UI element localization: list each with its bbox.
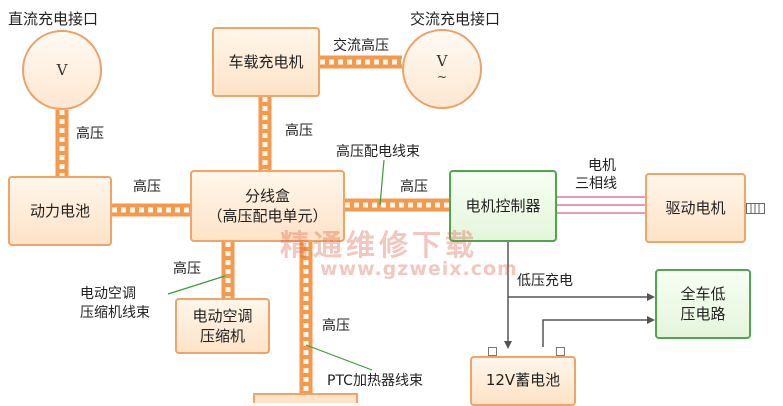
motor-controller: 电机控制器 <box>449 170 557 242</box>
ac-charging-port: V ~ <box>402 29 482 109</box>
ac-voltmeter-symbol: V ~ <box>437 54 448 84</box>
battery-12v-label: 12V蓄电池 <box>485 371 561 389</box>
ac-voltmeter-letter: V <box>436 52 448 70</box>
hv-label: 高压 <box>322 318 350 334</box>
thin-wires <box>167 159 655 371</box>
junction-box: 分线盒 （高压配电单元） <box>190 170 345 242</box>
hv-harness-leader <box>379 159 385 206</box>
low-voltage-charge-label: 低压充电 <box>517 273 573 289</box>
hv-cables <box>55 55 449 400</box>
arrow-icon <box>647 293 655 301</box>
junction-box-subtitle: （高压配电单元） <box>207 207 328 225</box>
battery-terminal-icon <box>556 347 565 356</box>
low-voltage-circuit-line2: 压电路 <box>680 305 726 323</box>
junction-box-title: 分线盒 <box>244 186 290 205</box>
voltmeter-symbol: V <box>56 60 68 79</box>
hv-label: 高压 <box>133 179 161 195</box>
hv-label: 高压 <box>285 123 313 139</box>
watermark-url: www.gzweix.com <box>320 258 518 280</box>
drive-motor-label: 驱动电机 <box>665 198 726 217</box>
hv-harness-label: 高压配电线束 <box>336 144 420 160</box>
battery-lv-wire <box>542 319 649 347</box>
battery-12v: 12V蓄电池 <box>470 356 576 406</box>
compressor-harness-leader <box>167 275 226 295</box>
compressor-harness-label: 电动空调 <box>80 286 136 302</box>
motor-shaft-icon <box>746 203 765 214</box>
watermark-text: 精通维修下载 <box>280 228 479 262</box>
ptc-heater-partial <box>253 393 358 403</box>
ac-port-label: 交流充电接口 <box>410 10 501 28</box>
low-voltage-circuit: 全车低 压电路 <box>655 269 751 339</box>
motor-controller-label: 电机控制器 <box>465 196 541 215</box>
dc-charging-port: V <box>22 30 102 110</box>
onboard-charger-label: 车载充电机 <box>228 52 304 71</box>
three-phase-label: 电机 <box>588 158 616 174</box>
compressor-harness-label: 压缩机线束 <box>80 305 150 321</box>
battery-terminal-icon <box>488 347 497 356</box>
onboard-charger: 车载充电机 <box>212 27 320 97</box>
ac-compressor: 电动空调 压缩机 <box>175 298 270 354</box>
hv-label: 高压 <box>400 179 428 195</box>
ptc-harness-leader <box>305 344 373 371</box>
three-phase-label: 三相线 <box>575 176 617 192</box>
power-battery-label: 动力电池 <box>29 201 90 220</box>
low-voltage-circuit-line1: 全车低 <box>680 284 726 303</box>
ac-compressor-line1: 电动空调 <box>192 306 253 325</box>
power-battery: 动力电池 <box>8 176 112 246</box>
hv-label: 高压 <box>173 261 201 277</box>
arrow-icon <box>647 316 655 324</box>
ptc-harness-label: PTC加热器线束 <box>327 373 423 389</box>
ac-wave-symbol: ~ <box>436 70 448 84</box>
drive-motor: 驱动电机 <box>645 173 746 243</box>
arrow-icon <box>504 341 512 349</box>
dc-port-label: 直流充电接口 <box>8 10 99 28</box>
ac-high-voltage-label: 交流高压 <box>333 38 389 54</box>
ac-compressor-line2: 压缩机 <box>199 327 245 345</box>
hv-label: 高压 <box>76 126 104 142</box>
